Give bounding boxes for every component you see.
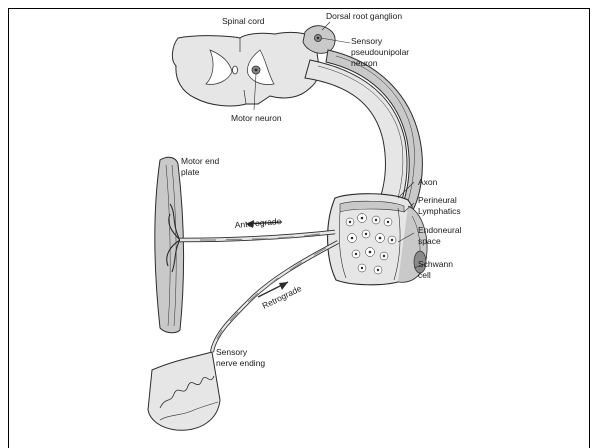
spinal-cord-section [172, 32, 319, 106]
peripheral-nerve-block [328, 194, 427, 285]
label-sensory-neuron-1: Sensory [351, 36, 383, 46]
label-endoneural-1: Endoneural [418, 225, 462, 235]
sensory-nerve-ending [148, 352, 220, 430]
label-motor-end-plate-1: Motor end [181, 156, 220, 166]
label-motor-end-plate-2: plate [181, 167, 200, 177]
label-motor-neuron: Motor neuron [231, 113, 282, 123]
dorsal-root-ganglion [303, 22, 350, 53]
label-axon: Axon [418, 177, 438, 187]
label-endoneural-2: space [418, 236, 441, 246]
label-perineural-1: Perineural [418, 195, 457, 205]
label-schwann-2: cell [418, 270, 431, 280]
label-sensory-ending-2: nerve ending [216, 358, 265, 368]
label-spinal-cord: Spinal cord [222, 16, 265, 26]
label-sensory-neuron-2: pseudounipolar [351, 47, 409, 57]
label-anterograde: Anterograde [234, 216, 282, 230]
motor-end-plate [155, 157, 184, 333]
label-dorsal-root-ganglion: Dorsal root ganglion [326, 11, 402, 21]
label-schwann-1: Schwann [418, 259, 453, 269]
label-sensory-neuron-3: neuron [351, 58, 378, 68]
label-sensory-ending-1: Sensory [216, 347, 248, 357]
motor-axon [180, 232, 335, 240]
label-perineural-2: Lymphatics [418, 206, 461, 216]
nerve-roots [305, 50, 422, 215]
